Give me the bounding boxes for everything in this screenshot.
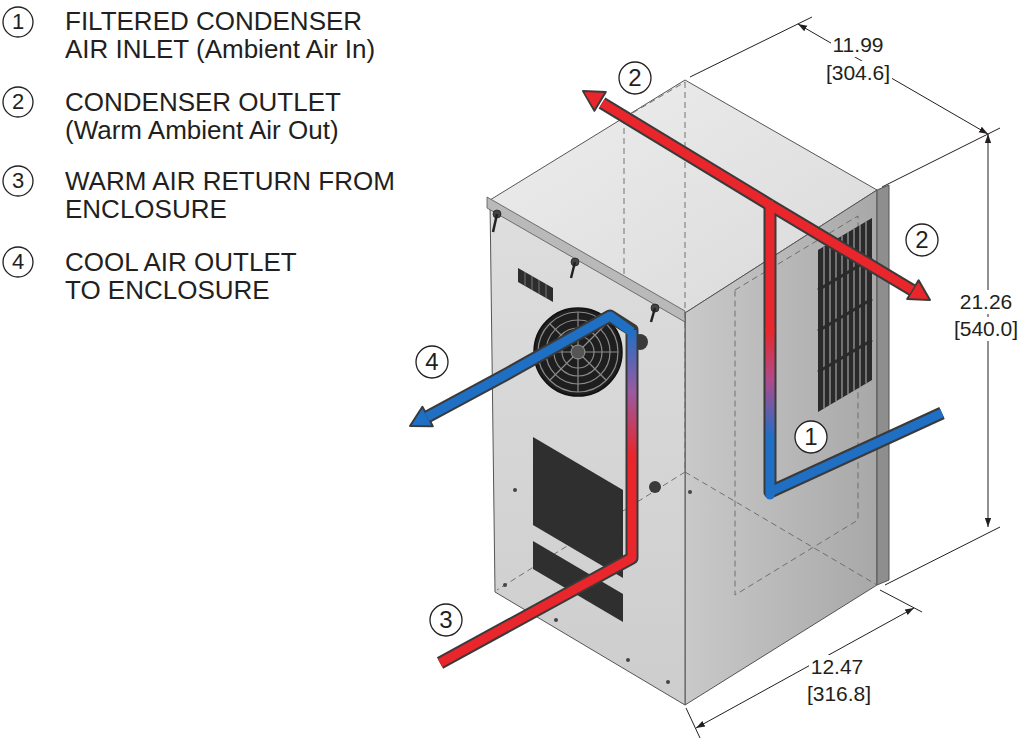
legend-description: FILTERED CONDENSER AIR INLET (Ambient Ai…: [65, 7, 395, 63]
dimension-value: [540.0]: [952, 317, 1020, 341]
callout-circle: 2: [618, 61, 652, 95]
circle-shape: [3, 87, 33, 117]
legend-description: COOL AIR OUTLET TO ENCLOSURE: [65, 248, 330, 304]
dimension-value: 11.99: [831, 33, 886, 57]
callout-number: 2: [628, 66, 641, 90]
callout-number: 3: [12, 170, 24, 192]
dimension-value: [304.6]: [824, 61, 892, 85]
legend-description: CONDENSER OUTLET (Warm Ambient Air Out): [65, 88, 395, 144]
circle-shape: [3, 7, 33, 37]
dimension-value: 21.26: [958, 290, 1015, 314]
callout-circle: 2: [905, 223, 939, 257]
circle-shape: [906, 224, 938, 256]
callout-number: 1: [12, 11, 24, 33]
callout-number: 4: [12, 251, 24, 273]
callout-number: 1: [804, 425, 817, 449]
callout-number: 2: [12, 91, 24, 113]
circle-shape: [619, 62, 651, 94]
callout-number: 3: [439, 608, 452, 632]
callout-circle: 4: [415, 345, 449, 379]
callout-circle: 3: [2, 165, 34, 197]
circle-shape: [430, 604, 462, 636]
callout-circle: 4: [2, 246, 34, 278]
circle-shape: [3, 247, 33, 277]
dimension-value: 12.47: [809, 655, 866, 679]
callout-number: 4: [425, 350, 438, 374]
circle-shape: [416, 346, 448, 378]
callout-circle: 2: [2, 86, 34, 118]
circle-shape: [3, 166, 33, 196]
callout-circle: 1: [794, 420, 828, 454]
callout-circle: 3: [429, 603, 463, 637]
callout-circle: 1: [2, 6, 34, 38]
circle-shape: [795, 421, 827, 453]
dimension-value: [316.8]: [805, 682, 873, 706]
legend-description: WARM AIR RETURN FROM ENCLOSURE: [65, 167, 425, 223]
callout-number: 2: [915, 228, 928, 252]
